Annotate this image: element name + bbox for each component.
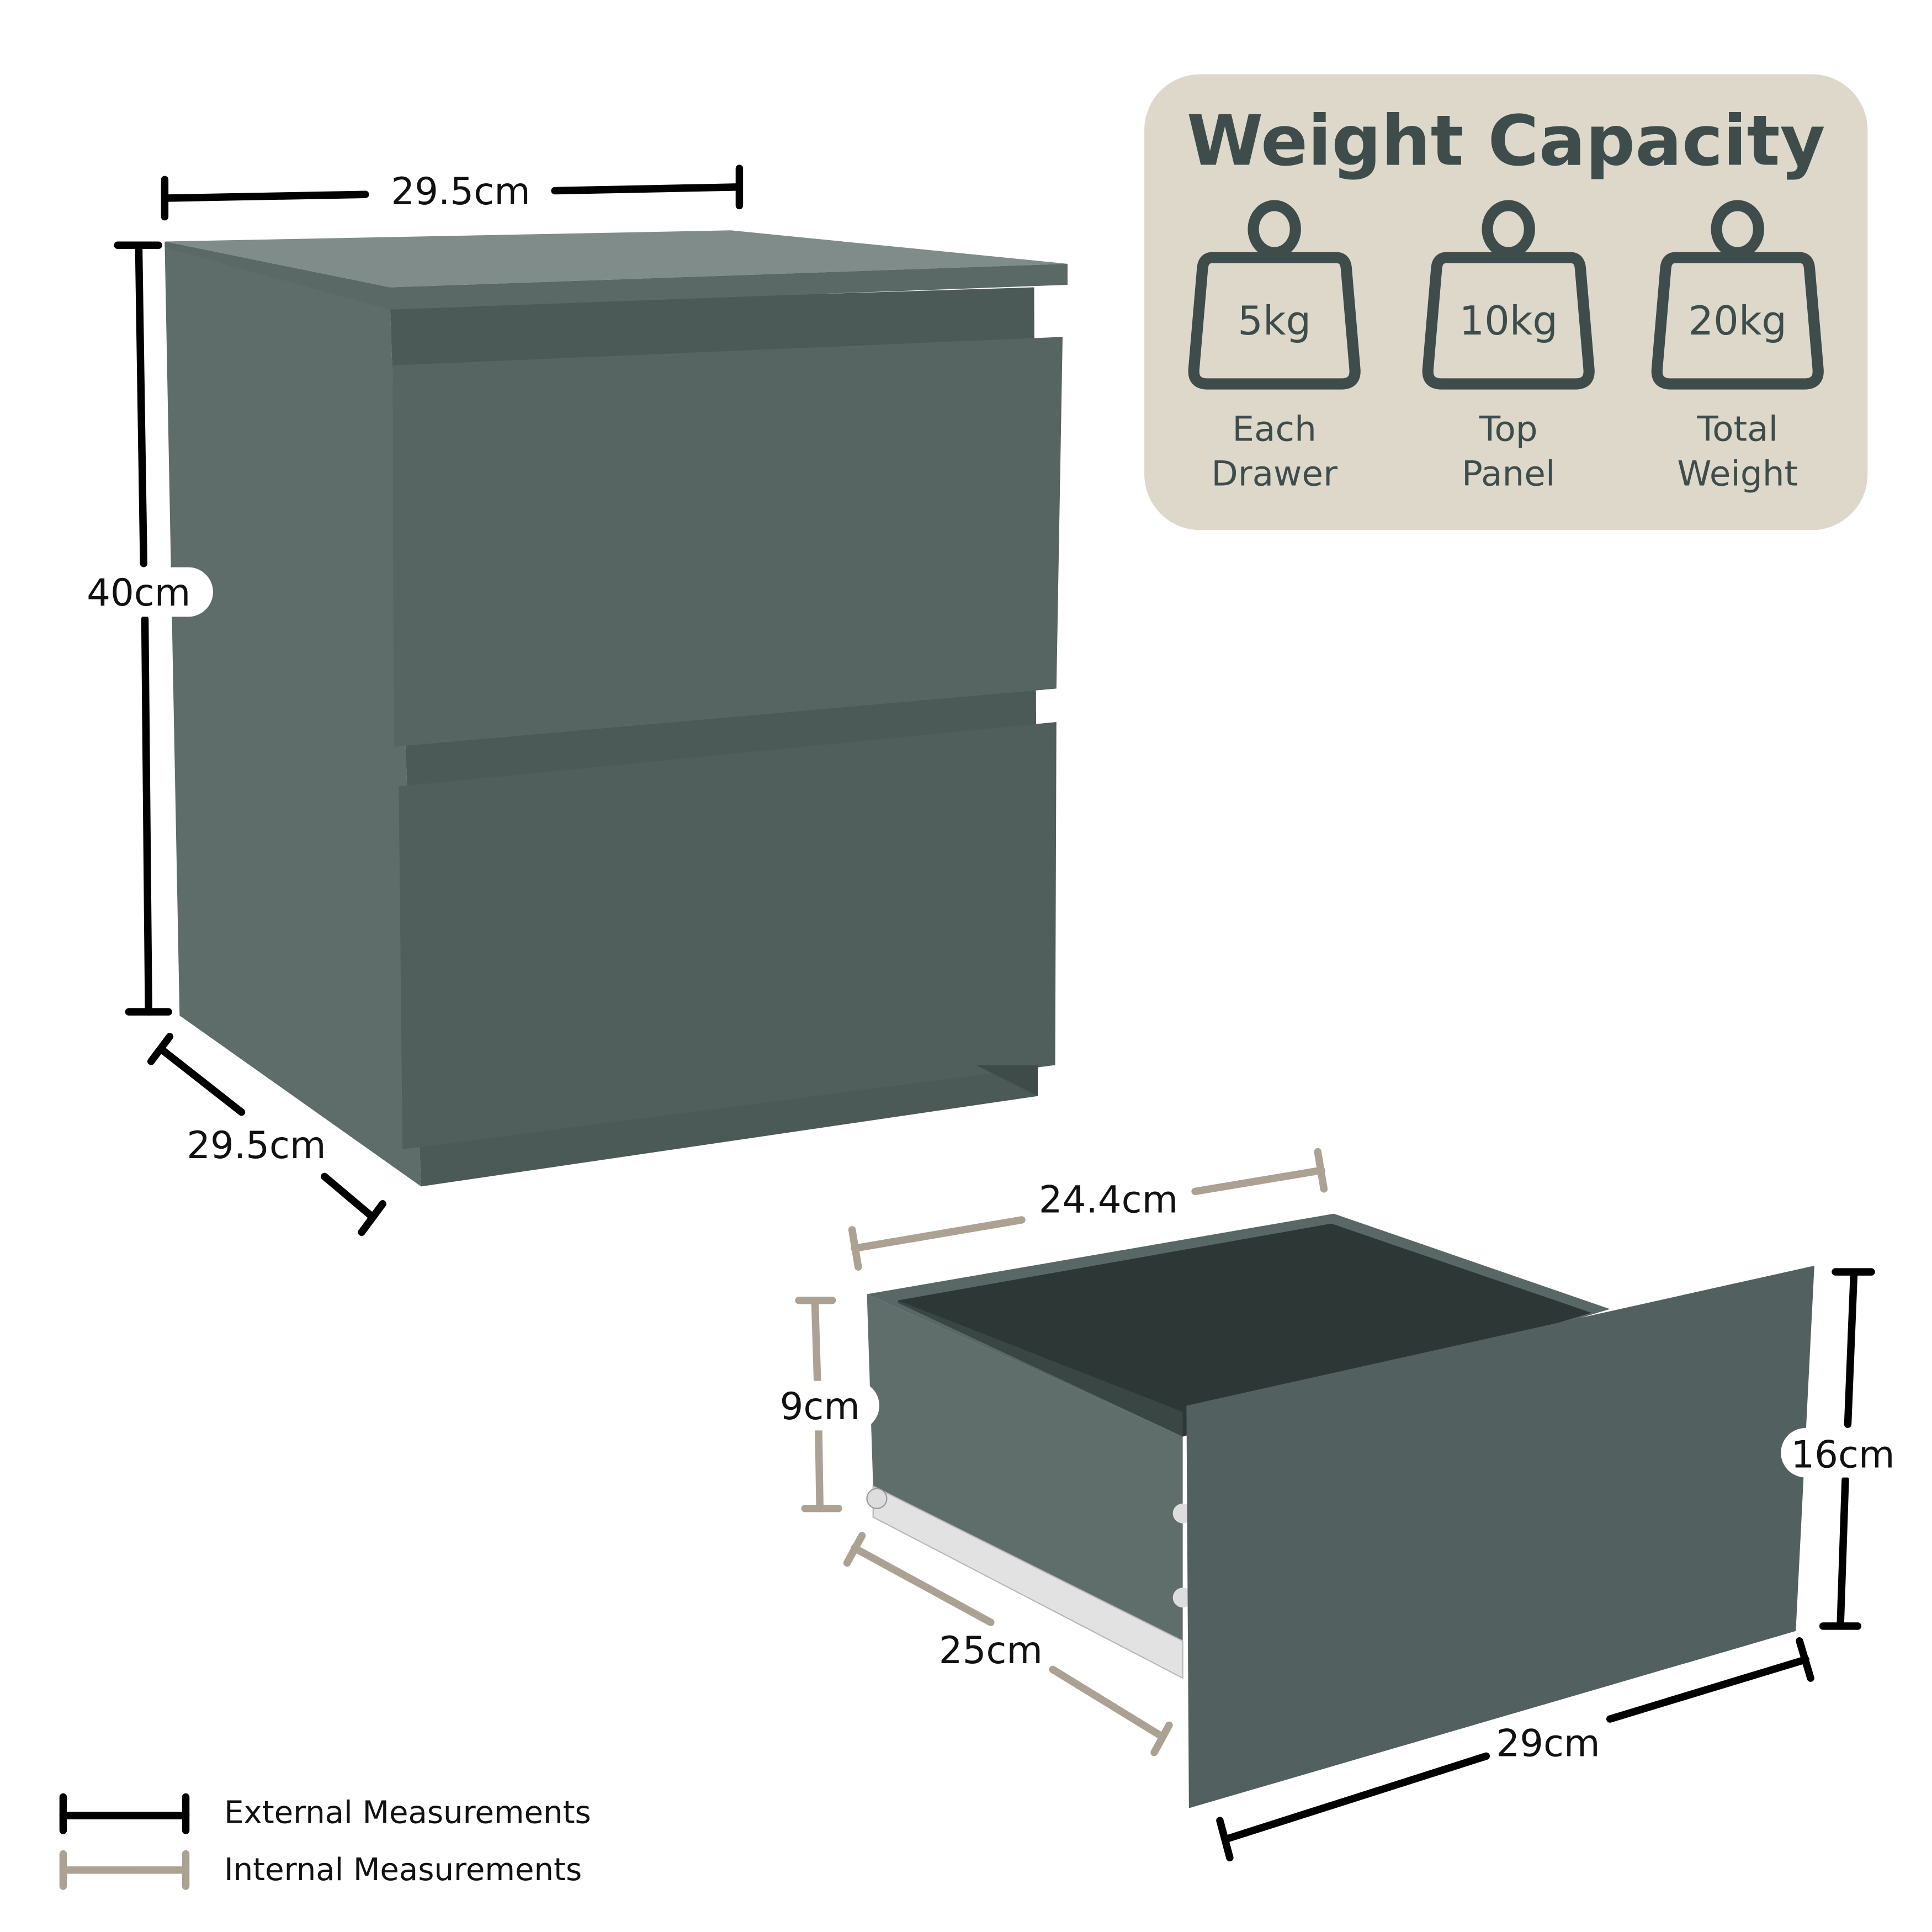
cabinet-width-label: 29.5cm xyxy=(391,170,530,213)
drawer-internal-height-dimension xyxy=(795,1297,842,1512)
drawer-slide-wheel xyxy=(866,1488,888,1509)
weight-caption-line1: Total xyxy=(1696,409,1778,449)
weight-caption-line1: Top xyxy=(1479,409,1538,449)
legend-internal-swatch xyxy=(59,1850,190,1890)
weight-caption-line2: Panel xyxy=(1462,453,1555,493)
cabinet-depth-dimension xyxy=(147,1033,387,1236)
drawer-front-bottom xyxy=(399,722,1057,1150)
cabinet-top-edge xyxy=(164,241,1068,310)
drawer-internal-height-label: 9cm xyxy=(780,1385,860,1428)
weight-value: 10kg xyxy=(1459,298,1557,344)
weight-capacity-title: Weight Capacity xyxy=(1187,100,1825,181)
weight-capacity-bg xyxy=(1144,74,1868,530)
weight-icon xyxy=(1422,252,1595,390)
cabinet-width-dimension xyxy=(161,164,744,221)
cabinet-height-label-bg xyxy=(72,567,213,617)
legend: External Measurements Internal Measureme… xyxy=(59,1793,591,1890)
drawer-interior xyxy=(898,1223,1592,1437)
legend-internal-label: Internal Measurements xyxy=(224,1852,582,1888)
drawer-front-top xyxy=(392,337,1063,747)
drawer-internal-width-label: 24.4cm xyxy=(1039,1178,1178,1221)
drawer-front-width-label: 29cm xyxy=(1496,1722,1600,1765)
drawer-internal-width-dimension xyxy=(848,1148,1328,1271)
bedside-cabinet xyxy=(164,230,1068,1187)
drawer-front-height-dimension xyxy=(1819,1268,1875,1630)
drawer-illustration xyxy=(866,1213,1814,1808)
drawer-side-panel xyxy=(867,1294,1183,1647)
legend-external-label: External Measurements xyxy=(224,1795,591,1831)
cabinet-height-label: 40cm xyxy=(87,571,190,614)
drawer-front-panel xyxy=(1186,1265,1814,1808)
weight-caption-line2: Weight xyxy=(1677,453,1798,493)
cabinet-side xyxy=(164,243,421,1187)
cabinet-top xyxy=(164,230,1068,288)
weight-icon xyxy=(1188,252,1361,390)
drawer-interior-wall xyxy=(898,1300,1183,1437)
weight-icon xyxy=(1651,252,1824,390)
cabinet-height-dimension xyxy=(114,241,172,1016)
cabinet-depth-label: 29.5cm xyxy=(187,1124,326,1167)
drawer-internal-depth-label: 25cm xyxy=(939,1629,1043,1672)
weight-value: 20kg xyxy=(1689,298,1787,344)
weight-value: 5kg xyxy=(1238,298,1311,344)
weight-caption-line2: Drawer xyxy=(1211,453,1337,493)
drawer-front-width-dimension xyxy=(1216,1637,1814,1862)
drawer-internal-depth-dimension xyxy=(843,1532,1173,1756)
drawer-internal-height-label-bg xyxy=(765,1381,879,1431)
legend-external-swatch xyxy=(59,1793,190,1834)
drawer-front-height-label-bg xyxy=(1781,1427,1905,1478)
weight-caption-line1: Each xyxy=(1232,409,1317,449)
drawer-front-height-label: 16cm xyxy=(1791,1434,1894,1477)
